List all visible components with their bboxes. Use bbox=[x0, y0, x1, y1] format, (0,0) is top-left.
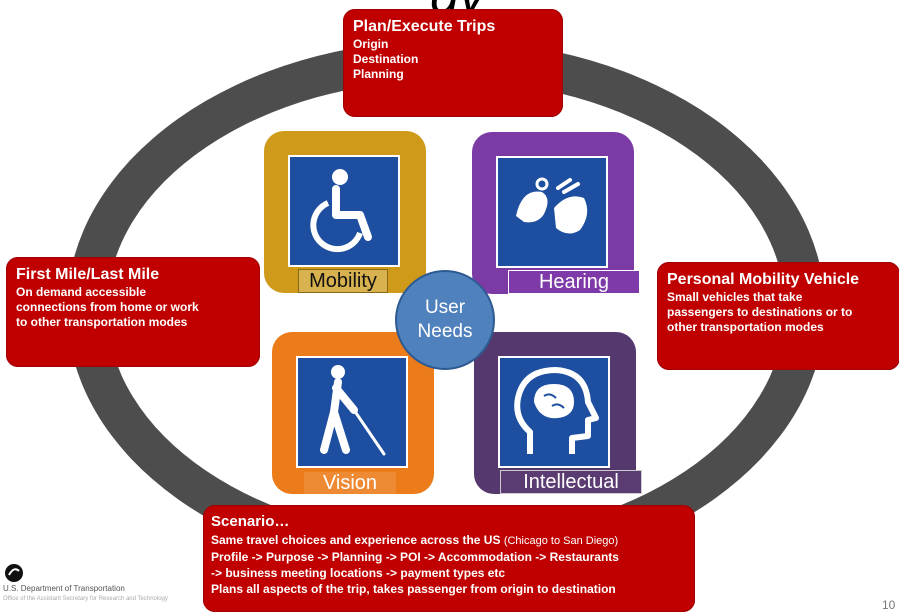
scenario-line1-main: Same travel choices and experience acros… bbox=[211, 533, 504, 547]
plan-line: Origin bbox=[353, 37, 389, 51]
plan-heading: Plan/Execute Trips bbox=[353, 18, 496, 35]
scenario-line: Profile -> Purpose -> Planning -> POI ->… bbox=[211, 550, 619, 564]
pmv-box: Personal Mobility Vehicle Small vehicles… bbox=[657, 262, 899, 370]
scenario-line: -> business meeting locations -> payment… bbox=[211, 566, 506, 580]
mobility-tile: Mobility bbox=[264, 131, 426, 293]
pmv-line: other transportation modes bbox=[667, 320, 824, 334]
center-line: Needs bbox=[417, 321, 473, 342]
scenario-line1-note: (Chicago to San Diego) bbox=[503, 535, 619, 547]
first-mile-line: connections from home or work bbox=[16, 300, 199, 314]
vision-tile: Vision bbox=[272, 332, 434, 494]
hearing-tile: Hearing bbox=[472, 132, 640, 294]
first-mile-heading: First Mile/Last Mile bbox=[16, 266, 160, 283]
org-line: U.S. Department of Transportation bbox=[3, 584, 125, 593]
center-line: User bbox=[424, 297, 466, 318]
first-mile-line: On demand accessible bbox=[16, 285, 147, 299]
pmv-line: passengers to destinations or to bbox=[667, 305, 853, 319]
scenario-line: Same travel choices and experience acros… bbox=[211, 532, 687, 549]
first-mile-line: to other transportation modes bbox=[16, 315, 188, 329]
white-cane-icon bbox=[296, 356, 408, 468]
wheelchair-icon bbox=[288, 155, 400, 267]
org-name: U.S. Department of Transportation Office… bbox=[3, 584, 168, 604]
plan-line: Destination bbox=[353, 52, 419, 66]
mobility-label: Mobility bbox=[298, 269, 388, 293]
page-number: 10 bbox=[882, 598, 896, 612]
hearing-label: Hearing bbox=[508, 270, 640, 294]
vision-label: Vision bbox=[304, 472, 396, 494]
first-mile-box: First Mile/Last Mile On demand accessibl… bbox=[6, 257, 260, 367]
dot-logo-icon bbox=[5, 564, 23, 582]
intellectual-tile: Intellectual bbox=[474, 332, 642, 494]
user-needs-circle: User Needs bbox=[395, 270, 495, 370]
scenario-line: Plans all aspects of the trip, takes pas… bbox=[211, 582, 616, 596]
plan-execute-box: Plan/Execute Trips Origin Destination Pl… bbox=[343, 9, 563, 117]
scenario-heading: Scenario… bbox=[211, 513, 290, 530]
intellectual-label: Intellectual bbox=[500, 470, 642, 494]
sign-language-icon bbox=[496, 156, 608, 268]
org-line: Office of the Assistant Secretary for Re… bbox=[3, 596, 168, 602]
scenario-box: Scenario… Same travel choices and experi… bbox=[203, 505, 695, 612]
head-brain-icon bbox=[498, 356, 610, 468]
pmv-heading: Personal Mobility Vehicle bbox=[667, 271, 860, 288]
plan-line: Planning bbox=[353, 67, 404, 81]
pmv-line: Small vehicles that take bbox=[667, 290, 803, 304]
